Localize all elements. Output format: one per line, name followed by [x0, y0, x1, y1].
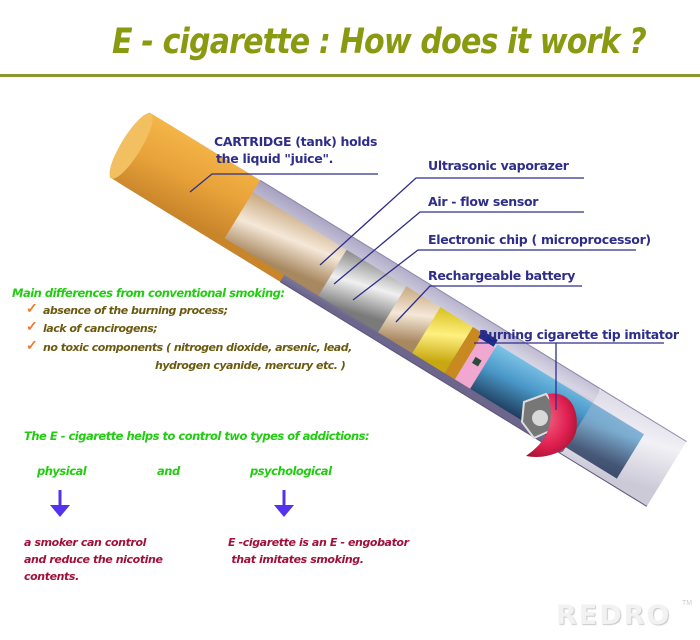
difference-item: no toxic components ( nitrogen dioxide, …	[43, 341, 352, 354]
psychological-description: E -cigarette is an E - engobator that im…	[228, 534, 409, 568]
check-icon: ✓	[26, 300, 38, 316]
page-title: E - cigarette : How does it work ?	[112, 22, 647, 62]
label-airflow-sensor: Air - flow sensor	[428, 194, 539, 209]
physical-description: a smoker can control and reduce the nico…	[24, 534, 163, 585]
difference-item: absence of the burning process;	[43, 304, 228, 317]
label-battery: Rechargeable battery	[428, 268, 576, 283]
watermark-logo: REDRO	[556, 600, 672, 631]
label-cartridge: CARTRIDGE (tank) holds the liquid "juice…	[214, 133, 378, 167]
arrow-down-icon	[274, 488, 294, 518]
check-icon: ✓	[26, 318, 38, 334]
psychological-desc-line: that imitates smoking.	[228, 553, 364, 566]
difference-item: lack of cancirogens;	[43, 322, 158, 335]
differences-heading: Main differences from conventional smoki…	[12, 286, 285, 300]
label-tip-imitator: Burning cigarette tip imitator	[479, 327, 679, 342]
watermark-trademark: TM	[682, 600, 693, 607]
label-cartridge-line1: CARTRIDGE (tank) holds	[214, 134, 378, 149]
physical-desc-line: and reduce the nicotine	[24, 553, 163, 566]
physical-desc-line: contents.	[24, 570, 79, 583]
addiction-psychological: psychological	[250, 464, 332, 478]
label-electronic-chip: Electronic chip ( microprocessor)	[428, 232, 651, 247]
addiction-and: and	[157, 464, 180, 478]
addictions-heading: The E - cigarette helps to control two t…	[24, 429, 370, 443]
psychological-desc-line: E -cigarette is an E - engobator	[228, 536, 409, 549]
addiction-physical: physical	[37, 464, 87, 478]
arrow-down-icon	[50, 488, 70, 518]
label-vaporizer: Ultrasonic vaporazer	[428, 158, 569, 173]
physical-desc-line: a smoker can control	[24, 536, 146, 549]
check-icon: ✓	[26, 337, 38, 353]
label-cartridge-line2: the liquid "juice".	[216, 151, 334, 166]
difference-item-continuation: hydrogen cyanide, mercury etc. )	[155, 359, 346, 372]
tip-end	[520, 392, 577, 457]
title-divider	[0, 74, 700, 77]
